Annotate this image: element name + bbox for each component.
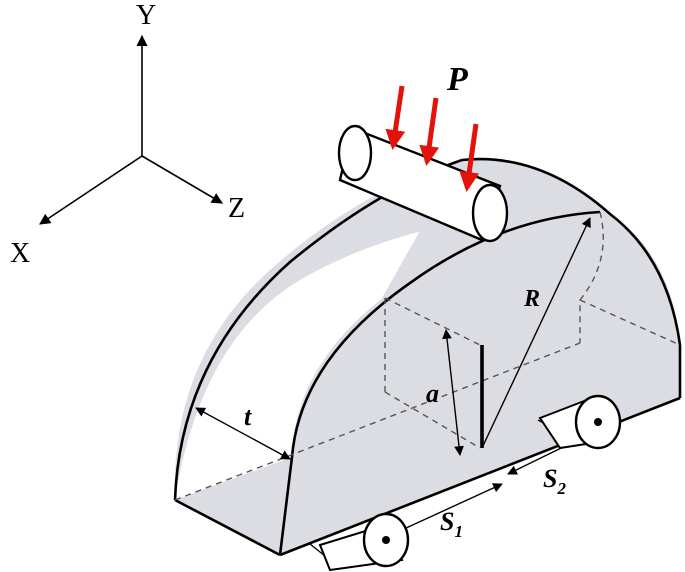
support-roller-back [538,394,622,450]
z-axis-label: Z [228,193,245,224]
load-arrow-2 [419,97,440,166]
semicircular-specimen [173,157,682,557]
x-axis [39,155,143,225]
front-face [280,212,680,555]
support-roller-front [318,512,410,572]
load-arrow-3 [459,123,480,192]
radius-label: R [523,286,540,312]
load-label: P [446,61,468,98]
outer-arc-right [461,157,682,346]
notch-depth-dimension [442,329,464,456]
front-arc [278,210,601,556]
hidden-notch-top [384,297,481,346]
y-axis-label: Y [136,0,156,31]
hidden-back-right [579,299,681,346]
x-axis-label: X [10,238,30,269]
load-arrow-1 [385,85,406,150]
coordinate-axes [39,34,223,225]
span-2-label: S2 [543,464,566,498]
thickness-label: t [244,402,252,431]
loading-roller [337,124,509,243]
hidden-notch-bottom [384,391,481,449]
z-axis [141,155,223,204]
hidden-back-arc [579,211,604,343]
notch-depth-label: a [426,379,439,408]
thickness-dimension [195,407,291,460]
radius-dimension [481,217,591,449]
span-1-label: S1 [440,507,463,541]
bottom-left-edge [174,498,281,557]
load-arrows [385,85,480,192]
